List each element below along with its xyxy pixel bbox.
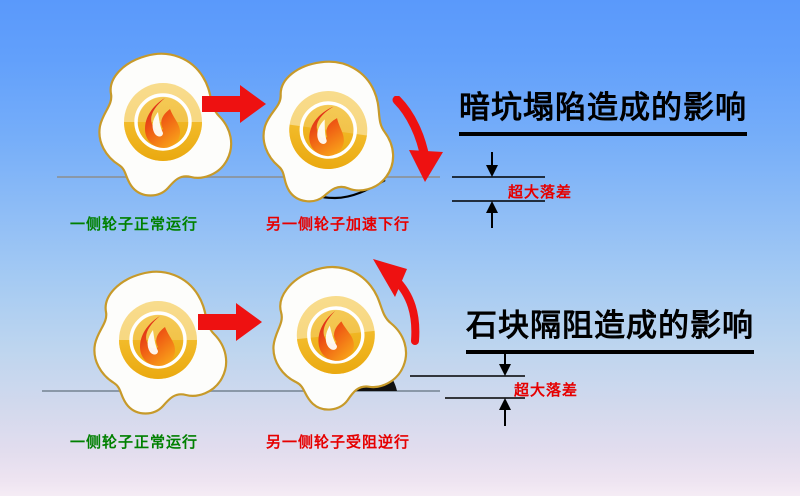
travel-arrow-bottom <box>196 300 264 344</box>
scene-pothole: 暗坑塌陷造成的影响 超大落差 一侧轮子正常运行 另一侧轮子加速下行 <box>57 50 747 233</box>
wheel-egg-right-dropping <box>253 58 403 206</box>
section-title-rock: 石块隔阻造成的影响 <box>466 300 754 354</box>
rightward-block-arrow <box>202 85 266 123</box>
drop-label-pothole: 超大落差 <box>508 183 573 201</box>
downward-curved-arrow-head <box>409 150 443 182</box>
dimension-arrow-down-head <box>499 364 511 376</box>
caption-right-rock: 另一侧轮子受阻逆行 <box>266 433 411 451</box>
rightward-block-arrow <box>198 303 262 341</box>
yolk-inner-ring <box>134 93 192 151</box>
flame-logo <box>309 106 344 157</box>
wheel-egg-left-normal <box>83 268 233 416</box>
flame-highlight <box>325 325 337 350</box>
flame-logo <box>318 310 354 361</box>
motion-arrow-down <box>385 96 465 188</box>
flame-highlight <box>147 330 158 355</box>
wheel-egg-left-normal <box>88 50 238 198</box>
dimension-arrow-up-head <box>486 201 498 213</box>
wheel-egg-right-blocked <box>261 263 411 411</box>
downward-curved-arrow-shaft <box>392 96 430 163</box>
caption-left-pothole: 一侧轮子正常运行 <box>70 215 199 233</box>
yolk-inner-ring <box>129 311 187 369</box>
caption-right-pothole: 另一侧轮子加速下行 <box>266 215 411 233</box>
yolk-inner-ring <box>299 101 357 159</box>
drop-label-rock: 超大落差 <box>514 381 579 399</box>
upward-curved-arrow-head <box>373 259 407 297</box>
travel-arrow-top <box>200 82 268 126</box>
motion-arrow-up <box>355 253 435 345</box>
flame-highlight <box>317 119 327 144</box>
dimension-arrow-down-head <box>486 165 498 177</box>
yolk-inner-ring <box>307 306 365 364</box>
section-title-pothole: 暗坑塌陷造成的影响 <box>459 82 747 136</box>
caption-left-rock: 一侧轮子正常运行 <box>70 433 199 451</box>
flame-logo <box>140 316 175 366</box>
scene-rock: 石块隔阻造成的影响 超大落差 一侧轮子正常运行 另一侧轮子受阻逆行 <box>0 248 800 496</box>
dimension-arrow-up-head <box>499 398 511 410</box>
flame-highlight <box>152 112 163 137</box>
flame-logo <box>145 98 180 148</box>
